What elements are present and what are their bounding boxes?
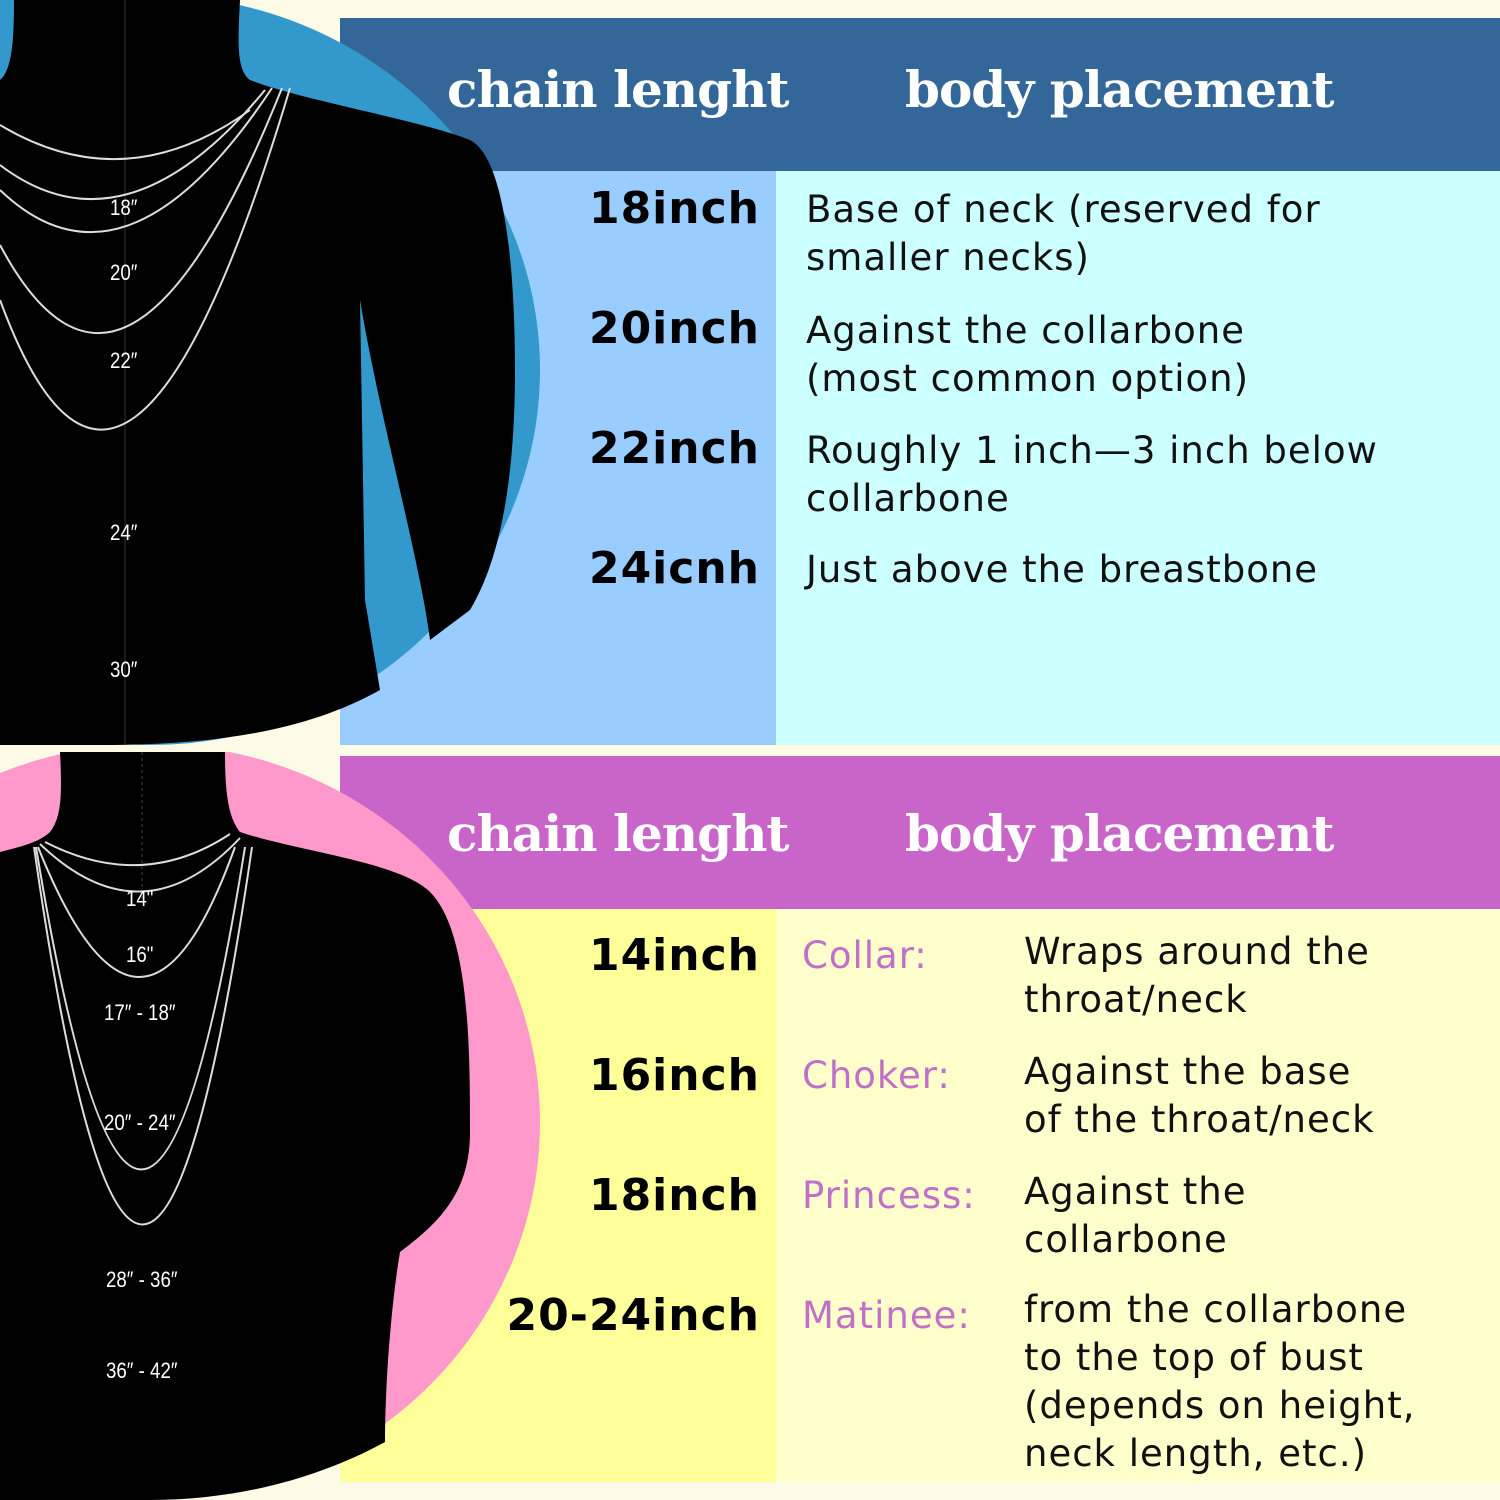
placement-22inch: Roughly 1 inch—3 inch below collarbone <box>806 429 1378 520</box>
neck-label-18: 18″ <box>110 195 138 220</box>
length-24inch: 24icnh <box>588 543 760 594</box>
category-choker: Choker: <box>802 1054 951 1097</box>
neck-label-20: 20″ <box>110 260 138 285</box>
neck-label-17-18: 17″ - 18″ <box>104 1000 176 1025</box>
length-20-24inch: 20-24inch <box>506 1290 760 1341</box>
length-22inch: 22inch <box>588 423 760 474</box>
neck-label-14: 14" <box>126 886 154 911</box>
bottom-placement-column <box>776 909 1500 1482</box>
placement-18inch: Against the collarbone <box>1024 1170 1247 1261</box>
neck-label-30: 30″ <box>110 657 138 682</box>
placement-24inch: Just above the breastbone <box>806 548 1319 591</box>
top-placement-column <box>776 171 1500 745</box>
length-18inch: 18inch <box>588 1170 760 1221</box>
top-mannequin-silhouette <box>0 0 515 745</box>
placement-14inch: Wraps around the throat/neck <box>1024 930 1370 1021</box>
body-placement-heading: body placement <box>905 804 1335 863</box>
neck-label-16: 16" <box>126 942 154 967</box>
top-mannequin-figure <box>0 0 540 745</box>
neck-label-36-42: 36″ - 42″ <box>106 1358 178 1383</box>
chain-length-heading: chain lenght <box>447 804 790 863</box>
placement-18inch: Base of neck (reserved for smaller necks… <box>806 188 1321 279</box>
placement-20inch: Against the collarbone (most common opti… <box>806 309 1250 400</box>
top-chart-panel: 18″ 20″ 22″ 24″ 30″ chain lenght body pl… <box>0 0 1500 745</box>
neck-label-22: 22″ <box>110 348 138 373</box>
category-matinee: Matinee: <box>802 1294 971 1337</box>
chain-length-heading: chain lenght <box>447 60 790 119</box>
bottom-header-bar <box>340 756 1500 909</box>
top-header-bar <box>340 18 1500 171</box>
category-princess: Princess: <box>802 1174 976 1217</box>
neck-label-28-36: 28″ - 36″ <box>106 1267 178 1292</box>
neck-label-24: 24″ <box>110 520 138 545</box>
bottom-mannequin-silhouette <box>0 752 470 1500</box>
neck-label-20-24: 20″ - 24″ <box>104 1110 176 1135</box>
placement-20-24inch: from the collarbone to the top of bust (… <box>1024 1288 1416 1475</box>
length-16inch: 16inch <box>588 1050 760 1101</box>
length-14inch: 14inch <box>588 930 760 981</box>
bottom-mannequin-figure <box>0 752 540 1500</box>
category-collar: Collar: <box>802 934 928 977</box>
placement-16inch: Against the base of the throat/neck <box>1024 1050 1375 1141</box>
length-18inch: 18inch <box>588 183 760 234</box>
length-20inch: 20inch <box>588 303 760 354</box>
bottom-chart-panel: 14" 16" 17″ - 18″ 20″ - 24″ 28″ - 36″ 36… <box>0 752 1500 1500</box>
body-placement-heading: body placement <box>905 60 1335 119</box>
